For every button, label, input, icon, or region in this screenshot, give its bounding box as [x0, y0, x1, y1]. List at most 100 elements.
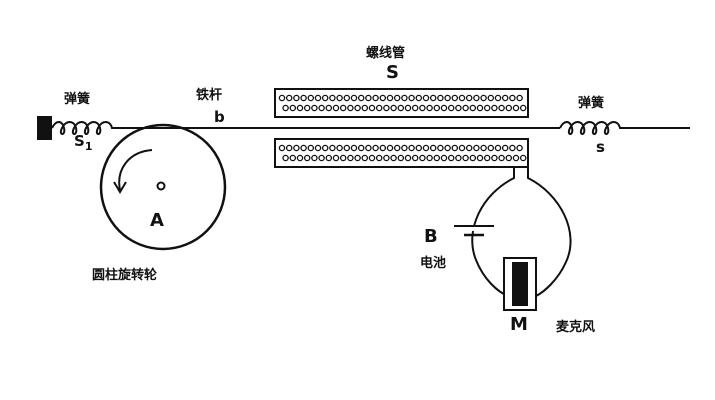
winding-turn	[361, 154, 369, 162]
winding-turn	[296, 104, 304, 112]
winding-turn	[307, 94, 315, 102]
winding-turn	[285, 94, 293, 102]
winding-turn	[426, 154, 433, 162]
winding-turn	[462, 154, 469, 162]
winding-turn	[347, 154, 354, 162]
left-spring-coil	[51, 121, 124, 135]
winding-turn	[433, 154, 441, 162]
winding-turn	[368, 104, 376, 112]
winding-turn	[350, 144, 358, 152]
winding-turn	[293, 94, 300, 102]
battery-letter: B	[424, 226, 438, 247]
circuit-wire-right	[527, 167, 572, 297]
winding-turn	[455, 154, 462, 162]
winding-turn	[501, 144, 509, 152]
winding-turn	[498, 154, 505, 162]
winding-turn	[354, 104, 361, 112]
iron-rod-label: 铁杆	[196, 88, 223, 103]
winding-turn	[375, 104, 383, 112]
wheel-axle	[156, 181, 166, 191]
winding-turn	[314, 94, 322, 102]
winding-turn	[519, 154, 527, 162]
winding-turn	[278, 94, 286, 102]
winding-turn	[429, 144, 437, 152]
battery-caption: 电池	[420, 256, 447, 271]
winding-turn	[505, 104, 513, 112]
winding-turn	[411, 154, 419, 162]
spring-anchor-block	[37, 116, 52, 140]
winding-turn	[415, 144, 423, 152]
right-spring-letter: s	[596, 138, 605, 156]
winding-turn	[321, 144, 329, 152]
solenoid-lower-coil	[274, 138, 529, 168]
winding-turn	[415, 94, 423, 102]
winding-turn	[447, 104, 455, 112]
winding-turn	[422, 94, 430, 102]
winding-turn	[339, 104, 347, 112]
left-spring-label: 弹簧	[64, 92, 91, 107]
winding-turn	[278, 144, 286, 152]
winding-turn	[476, 154, 484, 162]
winding-turn	[397, 154, 405, 162]
winding-turn	[350, 94, 358, 102]
winding-turn	[462, 104, 469, 112]
winding-turn	[487, 94, 495, 102]
winding-turn	[422, 144, 430, 152]
winding-turn	[329, 144, 336, 152]
winding-turn	[444, 94, 451, 102]
winding-turn	[516, 144, 523, 152]
winding-turn	[321, 94, 329, 102]
solenoid-letter: S	[386, 62, 399, 83]
wheel-letter: A	[150, 210, 164, 231]
winding-turn	[519, 104, 527, 112]
winding-turn	[487, 144, 495, 152]
winding-turn	[397, 104, 405, 112]
winding-turn	[404, 154, 412, 162]
winding-turn	[480, 94, 487, 102]
winding-turn	[339, 154, 347, 162]
winding-turn	[332, 154, 340, 162]
winding-turn	[372, 144, 379, 152]
rotating-wheel	[99, 123, 227, 251]
winding-turn	[483, 104, 491, 112]
s1-letter: S1	[74, 132, 92, 153]
winding-turn	[458, 144, 466, 152]
winding-turn	[505, 154, 513, 162]
winding-turn	[501, 94, 509, 102]
winding-turn	[365, 144, 372, 152]
winding-turn	[300, 94, 307, 102]
rotation-arrowhead	[113, 181, 127, 194]
right-spring-label: 弹簧	[578, 96, 605, 111]
winding-turn	[494, 144, 502, 152]
winding-turn	[509, 144, 516, 152]
winding-turn	[325, 104, 333, 112]
winding-turn	[419, 154, 426, 162]
winding-turn	[437, 144, 444, 152]
winding-turn	[282, 104, 289, 112]
solenoid-label: 螺线管	[366, 46, 406, 61]
winding-turn	[357, 94, 365, 102]
winding-turn	[372, 94, 379, 102]
winding-turn	[293, 144, 300, 152]
solenoid-upper-coil	[274, 88, 529, 118]
winding-turn	[437, 94, 444, 102]
winding-turn	[386, 144, 394, 152]
winding-turn	[494, 94, 502, 102]
winding-turn	[365, 94, 372, 102]
winding-turn	[404, 104, 412, 112]
winding-turn	[361, 104, 369, 112]
s1-letter-main: S	[74, 132, 85, 150]
winding-turn	[383, 154, 390, 162]
winding-turn	[336, 144, 343, 152]
winding-turn	[480, 144, 487, 152]
winding-turn	[311, 104, 318, 112]
winding-turn	[282, 154, 289, 162]
winding-turn	[473, 144, 480, 152]
winding-turn	[336, 94, 343, 102]
winding-turn	[368, 154, 376, 162]
winding-turn	[390, 104, 397, 112]
winding-turn	[451, 94, 459, 102]
s1-letter-subscript: 1	[84, 140, 93, 153]
microphone-core	[512, 262, 528, 306]
winding-turn	[498, 104, 505, 112]
